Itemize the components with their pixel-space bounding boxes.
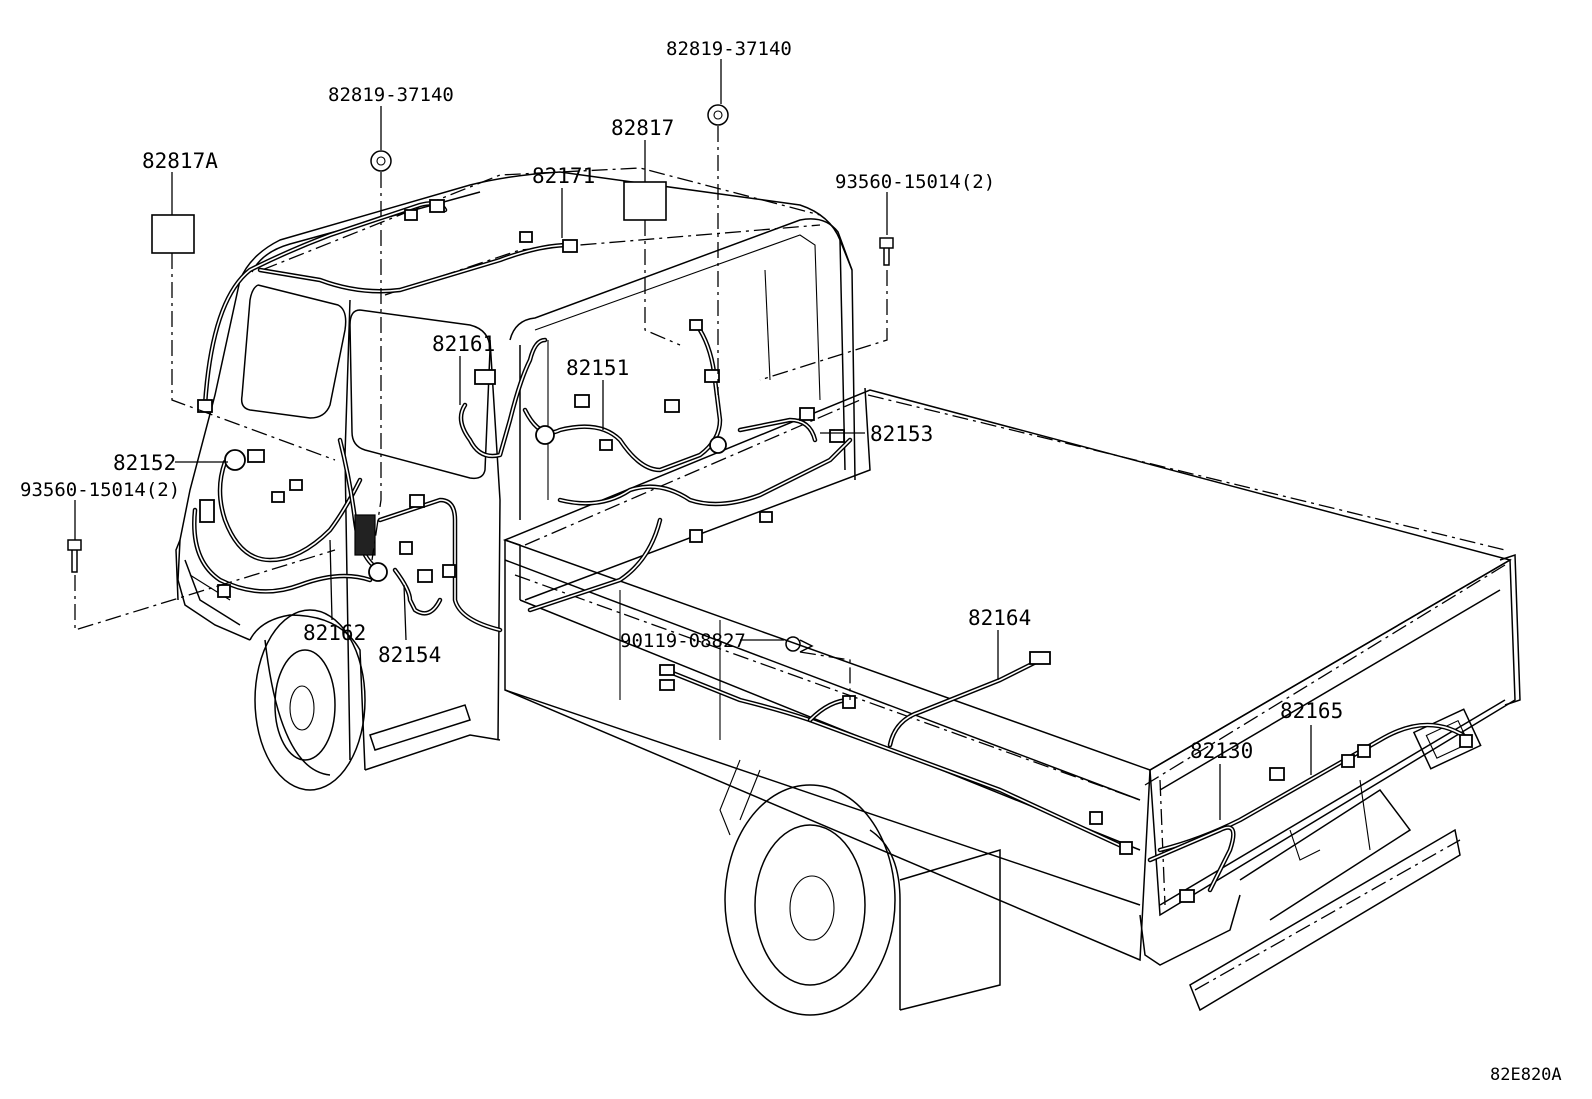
label-82152: 82152	[113, 451, 176, 475]
caution-label-b	[623, 181, 667, 221]
wire-harnesses	[192, 201, 1473, 893]
label-82171: 82171	[532, 164, 595, 188]
label-82153: 82153	[870, 422, 933, 446]
label-82151: 82151	[566, 356, 629, 380]
bolt-icon	[785, 636, 814, 653]
label-82162: 82162	[303, 621, 366, 645]
label-grommet-left: 82819-37140	[328, 84, 454, 106]
diagram-code: 82E820A	[1490, 1065, 1562, 1085]
leader-lines	[74, 59, 1312, 820]
truck-body	[175, 167, 1521, 1016]
label-bolt-right: 93560-15014(2)	[835, 171, 995, 193]
label-82130: 82130	[1190, 739, 1253, 763]
part-labels: 82819-37140 82819-37140 82817A 82817 821…	[20, 38, 1562, 1085]
grommet-icon	[370, 150, 392, 172]
label-82154: 82154	[378, 643, 441, 667]
placement-lines	[74, 126, 888, 700]
label-82817a: 82817A	[142, 149, 218, 173]
caution-label-a	[151, 214, 195, 254]
connectors	[197, 199, 1473, 903]
bolt-icon	[67, 539, 82, 573]
label-82165: 82165	[1280, 699, 1343, 723]
grommet-icon	[707, 104, 729, 126]
label-grommet-right: 82819-37140	[666, 38, 792, 60]
label-82817: 82817	[611, 116, 674, 140]
bolt-icon	[879, 237, 894, 266]
label-bolt-bed: 90119-08827	[620, 630, 746, 652]
label-bolt-left: 93560-15014(2)	[20, 479, 180, 501]
label-82161: 82161	[432, 332, 495, 356]
label-82164: 82164	[968, 606, 1031, 630]
